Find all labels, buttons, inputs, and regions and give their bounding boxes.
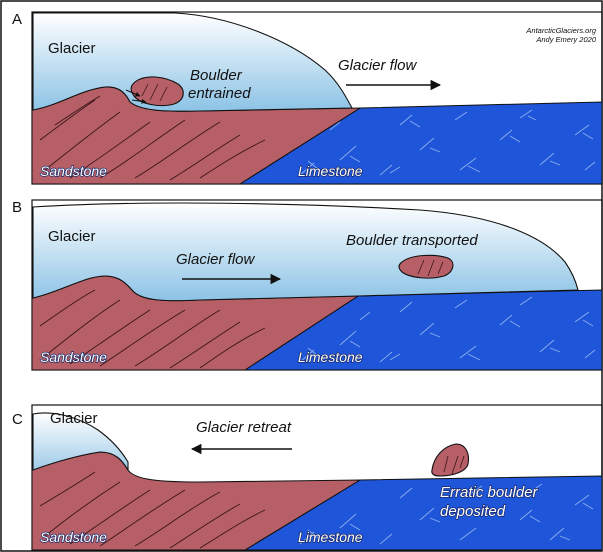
panel-b: B Glacier Glacier flow Bou xyxy=(12,199,602,370)
panel-a-flow-label: Glacier flow xyxy=(338,57,418,74)
credit-line-1: AntarcticGlaciers.org xyxy=(525,26,596,35)
panel-b-limestone-label: Limestone xyxy=(298,349,363,365)
panel-a-boulder-label-2: entrained xyxy=(188,85,251,102)
panel-c: C Glacier Glacier retreat Erratic xyxy=(12,405,602,550)
panel-c-boulder-label-2: deposited xyxy=(440,503,506,520)
panel-c-sandstone-label: Sandstone xyxy=(40,529,107,545)
panel-a: A Glacier xyxy=(12,11,602,184)
panel-c-letter: C xyxy=(12,411,23,428)
panel-c-limestone-label: Limestone xyxy=(298,529,363,545)
panel-b-boulder-label: Boulder transported xyxy=(346,232,478,249)
panel-b-sandstone-label: Sandstone xyxy=(40,349,107,365)
panel-c-retreat-label: Glacier retreat xyxy=(196,419,292,436)
panel-c-glacier-label: Glacier xyxy=(50,410,98,427)
panel-a-boulder-label-1: Boulder xyxy=(190,67,243,84)
panel-c-boulder-label-1: Erratic boulder xyxy=(440,484,539,501)
panel-a-limestone-label: Limestone xyxy=(298,163,363,179)
panel-a-glacier-label: Glacier xyxy=(48,40,96,57)
panel-a-letter: A xyxy=(12,11,22,28)
panel-a-sandstone-label: Sandstone xyxy=(40,163,107,179)
panel-b-glacier-label: Glacier xyxy=(48,228,96,245)
panel-b-flow-label: Glacier flow xyxy=(176,251,256,268)
credit-line-2: Andy Emery 2020 xyxy=(535,35,596,44)
panel-b-boulder xyxy=(399,255,453,278)
panel-b-letter: B xyxy=(12,199,22,216)
